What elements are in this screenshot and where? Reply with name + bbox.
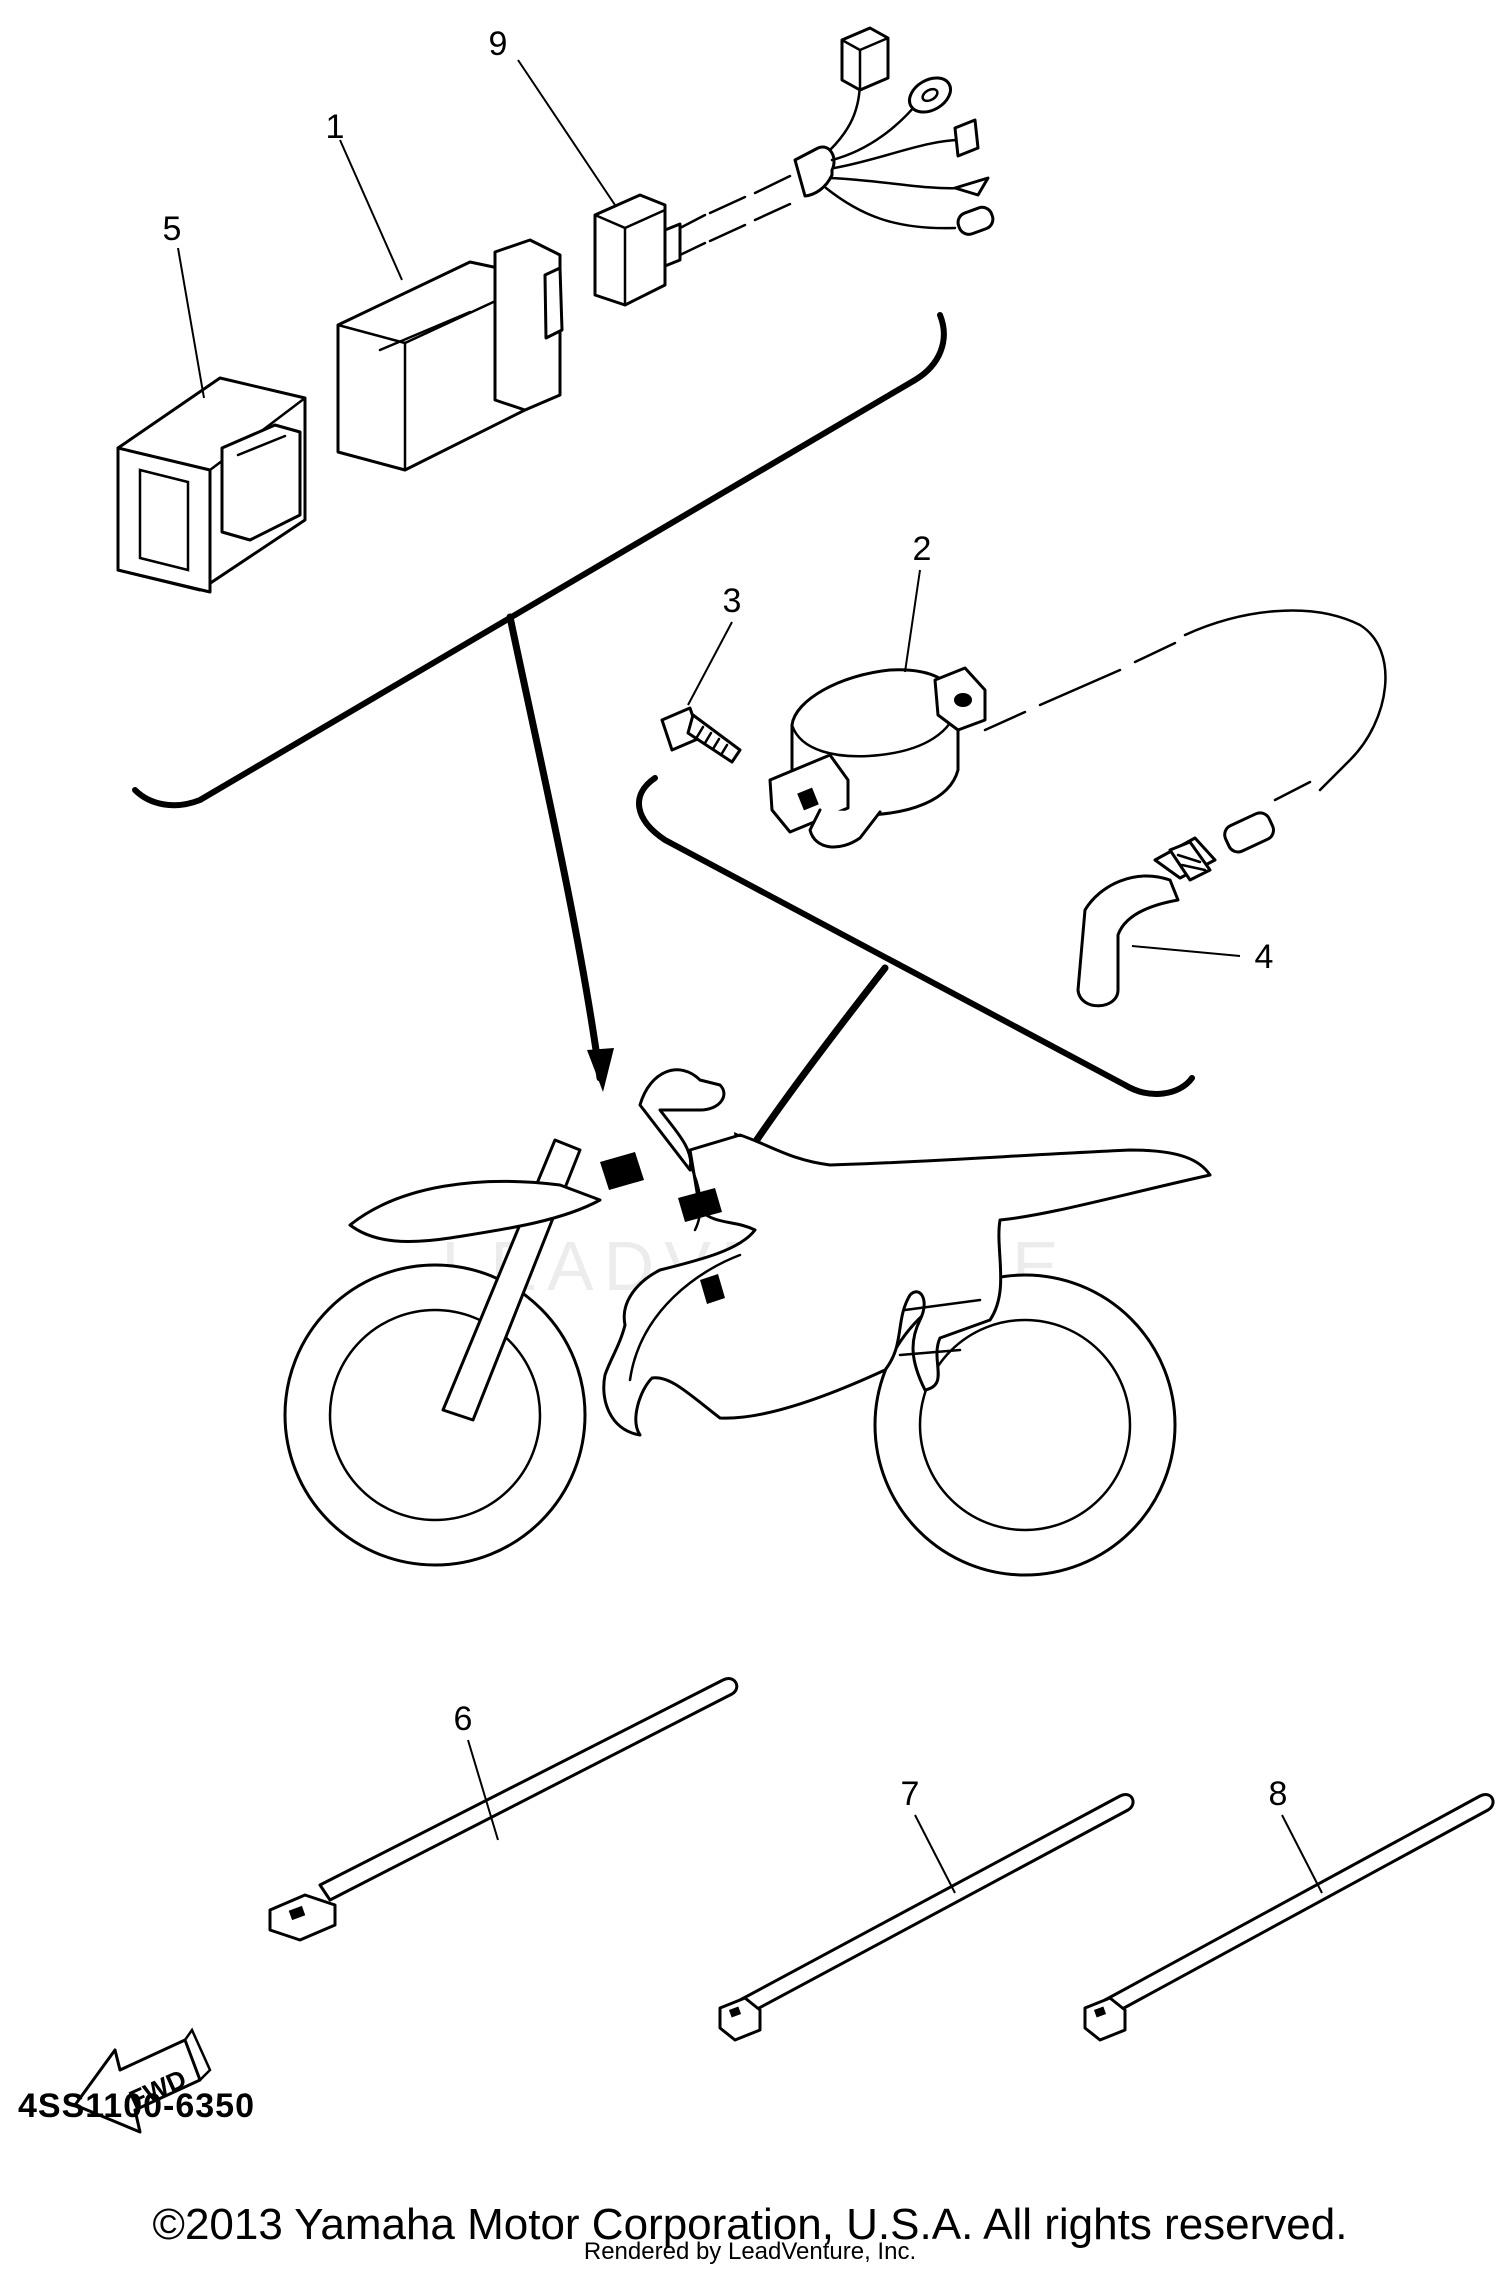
callout-5: 5 bbox=[163, 210, 182, 248]
part-4-spark-plug-cap[interactable] bbox=[1076, 780, 1312, 1008]
leader-5 bbox=[177, 247, 205, 399]
leader-4 bbox=[1131, 945, 1241, 957]
leader-3 bbox=[687, 621, 733, 706]
part-5-connector-housing[interactable] bbox=[116, 376, 307, 594]
callout-3: 3 bbox=[723, 582, 742, 620]
callout-8: 8 bbox=[1269, 1775, 1288, 1813]
fwd-arrow-icon: FWD bbox=[73, 2027, 212, 2134]
callout-6: 6 bbox=[454, 1700, 473, 1738]
leader-8 bbox=[1281, 1814, 1323, 1894]
part-3-bolt[interactable] bbox=[660, 706, 742, 764]
part-2-ignition-coil[interactable] bbox=[768, 609, 1387, 849]
rendered-by-notice: Rendered by LeadVenture, Inc. bbox=[583, 2238, 917, 2265]
callout-7: 7 bbox=[901, 1775, 920, 1813]
copyright-notice: ©2013 Yamaha Motor Corporation, U.S.A. A… bbox=[152, 2200, 1348, 2249]
callout-4: 4 bbox=[1255, 938, 1274, 976]
part-9-wire-harness[interactable] bbox=[593, 26, 996, 307]
callout-2: 2 bbox=[913, 530, 932, 568]
diagram-code: 4SS1100-6350 bbox=[18, 2087, 255, 2125]
leader-9 bbox=[517, 59, 616, 206]
part-7-cable-tie[interactable] bbox=[718, 1793, 1135, 2042]
leader-7 bbox=[914, 1814, 956, 1894]
callout-1: 1 bbox=[326, 108, 345, 146]
pointer-arrow-left bbox=[506, 613, 604, 1082]
leader-6 bbox=[467, 1739, 499, 1841]
leader-2 bbox=[904, 569, 921, 673]
pointer-arrowhead-left bbox=[587, 1048, 614, 1092]
pointer-arrow-right bbox=[746, 964, 889, 1154]
motorcycle-silhouette bbox=[283, 1068, 1212, 1577]
group-bracket-right bbox=[636, 775, 1195, 1097]
part-8-cable-tie[interactable] bbox=[1083, 1793, 1495, 2042]
part-6-cable-tie[interactable] bbox=[268, 1677, 739, 1942]
part-1-cdi-unit[interactable] bbox=[336, 238, 564, 472]
leader-1 bbox=[339, 139, 403, 281]
callout-9: 9 bbox=[489, 25, 508, 63]
group-bracket-left bbox=[132, 312, 947, 809]
